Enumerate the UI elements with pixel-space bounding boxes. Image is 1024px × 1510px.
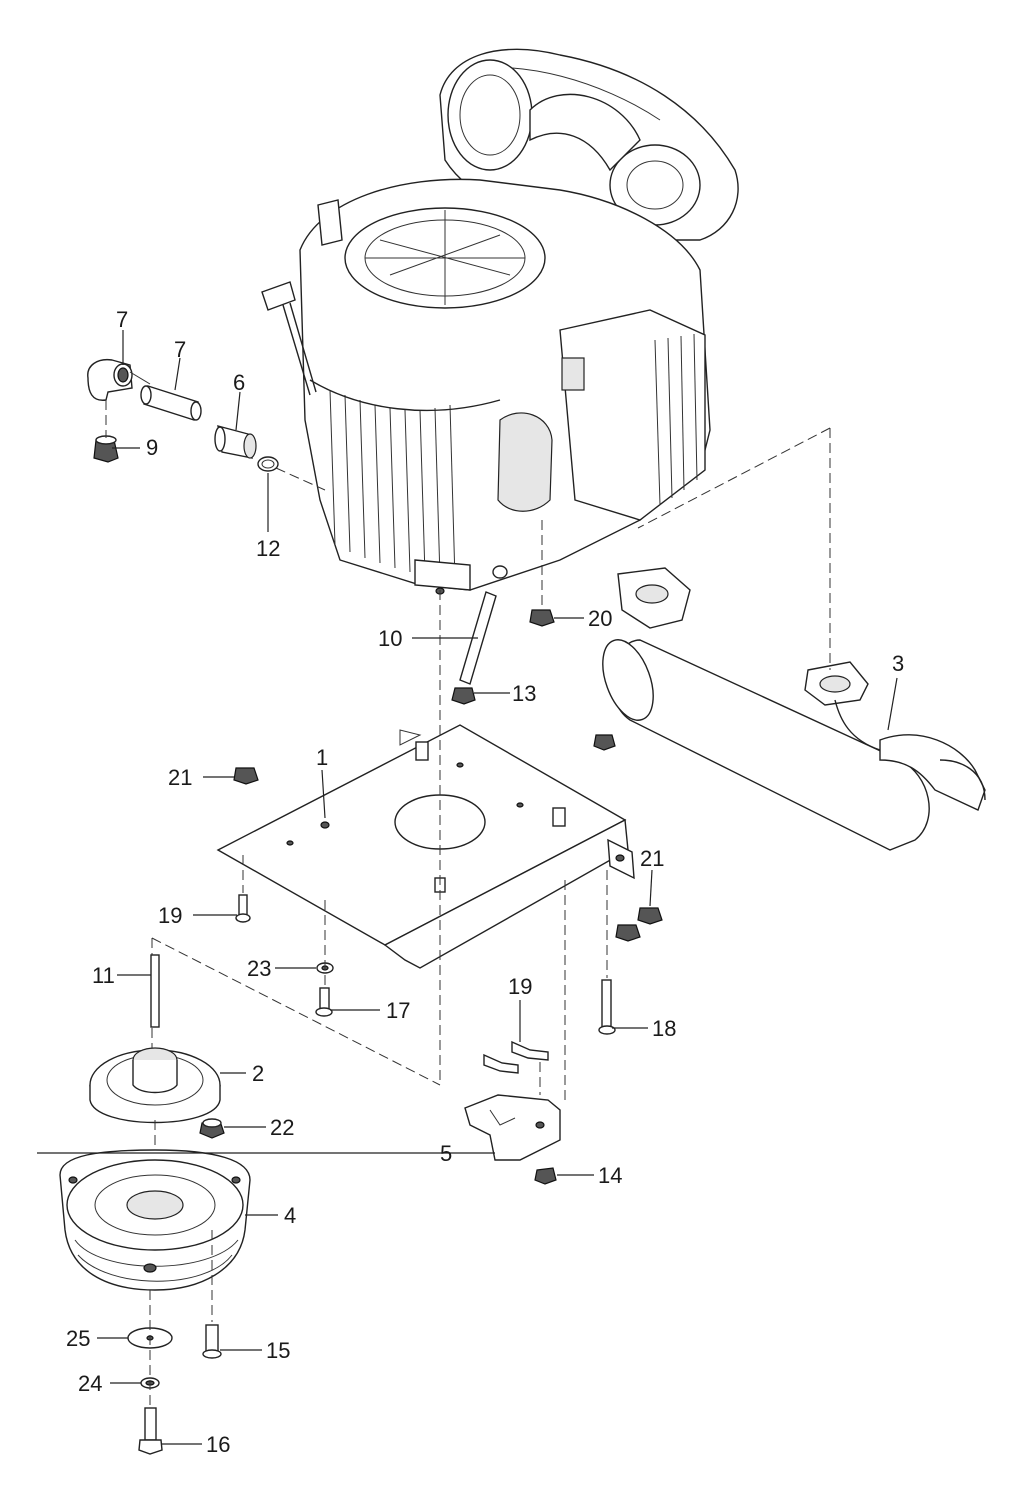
engine-assembly (261, 48, 739, 595)
callout-1: 1 (316, 745, 328, 770)
leader-lines (37, 330, 898, 1445)
engine-mounting-plate (216, 724, 635, 969)
bolt-16 (138, 1407, 163, 1455)
callout-17: 17 (386, 998, 410, 1023)
callout-14: 14 (598, 1163, 622, 1188)
callout-8: 7 (116, 307, 128, 332)
nut-14 (534, 1167, 557, 1185)
flange-nut-21b (637, 907, 663, 925)
callout-7-label: 7 (174, 337, 186, 362)
oil-drain-elbow (87, 358, 133, 401)
callout-labels: 7 7 7 6 9 12 10 13 20 3 1 21 21 19 11 23… (66, 307, 904, 1457)
callout-5: 5 (440, 1141, 452, 1166)
callout-2: 2 (252, 1061, 264, 1086)
callout-24: 23 (247, 956, 271, 981)
engine-pulley (89, 1047, 221, 1124)
callout-21a: 21 (168, 765, 192, 790)
callout-25: 25 (66, 1326, 90, 1351)
bolt-18 (598, 979, 616, 1035)
callout-19b: 19 (508, 974, 532, 999)
bolt-17 (315, 987, 333, 1017)
bolt-19a (235, 894, 251, 923)
bolt-19b (483, 1040, 549, 1074)
flange-nut-21d (593, 734, 616, 751)
flange-nut-21c (615, 924, 641, 942)
callout-4: 4 (284, 1203, 296, 1228)
callout-12: 12 (256, 536, 280, 561)
callout-21b: 21 (640, 846, 664, 871)
callout-11: 11 (92, 963, 115, 988)
bolt-15 (202, 1324, 222, 1359)
callout-18: 18 (652, 1016, 676, 1041)
key (150, 954, 160, 1028)
callout-19a: 19 (158, 903, 182, 928)
electric-clutch (59, 1149, 251, 1291)
callout-9: 9 (146, 435, 158, 460)
callout-22: 22 (270, 1115, 294, 1140)
callout-23: 24 (78, 1371, 102, 1396)
o-ring (257, 456, 279, 472)
nut-22 (199, 1118, 225, 1139)
callout-6: 6 (233, 370, 245, 395)
drain-cap (93, 435, 119, 463)
muffler-bracket (464, 1094, 561, 1161)
nut-20 (529, 609, 555, 627)
flange-nut-13 (451, 687, 476, 705)
callout-10: 10 (378, 626, 402, 651)
muffler (602, 567, 986, 851)
flange-nut-21a (233, 767, 259, 785)
callout-16: 16 (206, 1432, 230, 1457)
oil-drain-valve (214, 425, 257, 459)
callout-13: 13 (512, 681, 536, 706)
oil-drain-nipple (140, 385, 202, 421)
callout-15: 15 (266, 1338, 290, 1363)
callout-3: 3 (892, 651, 904, 676)
callout-20: 20 (588, 606, 612, 631)
